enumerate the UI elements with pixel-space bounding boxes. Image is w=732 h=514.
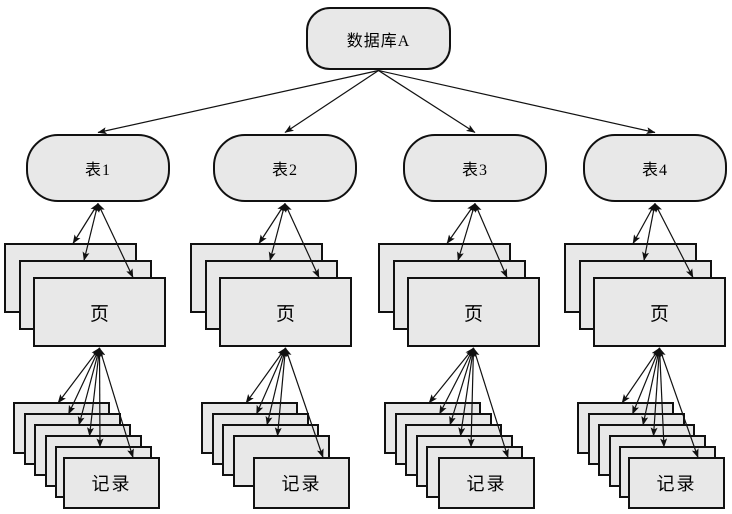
table-node-1-label: 表1: [84, 162, 111, 179]
page-node-2: 页: [219, 277, 352, 347]
record-node-2: 记录: [253, 457, 350, 509]
table-node-3: 表3: [403, 134, 547, 202]
database-node-label: 数据库A: [346, 32, 411, 50]
database-node: 数据库A: [306, 7, 451, 70]
record-node-3-label: 记录: [466, 474, 507, 494]
page-node-2-label: 页: [275, 303, 295, 325]
edge-page-record-3-1: [428, 347, 474, 404]
edge-database-table-4: [378, 69, 656, 135]
edge-page-record-2-1: [245, 347, 286, 404]
record-node-1: 记录: [63, 457, 160, 509]
record-node-1-label: 记录: [91, 474, 132, 494]
edge-page-record-4-1: [621, 347, 660, 404]
table-node-4-label: 表4: [641, 162, 668, 179]
edge-database-table-3: [378, 69, 476, 134]
edge-table-page-1-1: [72, 203, 99, 244]
table-node-2: 表2: [213, 134, 357, 202]
record-node-4: 记录: [628, 457, 725, 509]
edge-page-record-1-1: [57, 347, 100, 404]
edge-database-table-1: [97, 69, 379, 135]
edge-table-page-2-1: [258, 203, 286, 244]
edge-table-page-3-1: [446, 203, 476, 244]
table-node-1: 表1: [26, 134, 170, 202]
page-node-1: 页: [33, 277, 166, 347]
page-node-1-label: 页: [89, 303, 109, 325]
page-node-3-label: 页: [463, 303, 483, 325]
edge-table-page-4-1: [632, 203, 656, 244]
record-node-2-label: 记录: [281, 474, 322, 494]
table-node-2-label: 表2: [271, 162, 298, 179]
page-node-4-label: 页: [649, 303, 669, 325]
table-node-4: 表4: [583, 134, 727, 202]
record-node-3: 记录: [438, 457, 535, 509]
page-node-4: 页: [593, 277, 726, 347]
edge-database-table-2: [284, 69, 379, 134]
page-node-3: 页: [407, 277, 540, 347]
record-node-4-label: 记录: [656, 474, 697, 494]
table-node-3-label: 表3: [461, 162, 488, 179]
